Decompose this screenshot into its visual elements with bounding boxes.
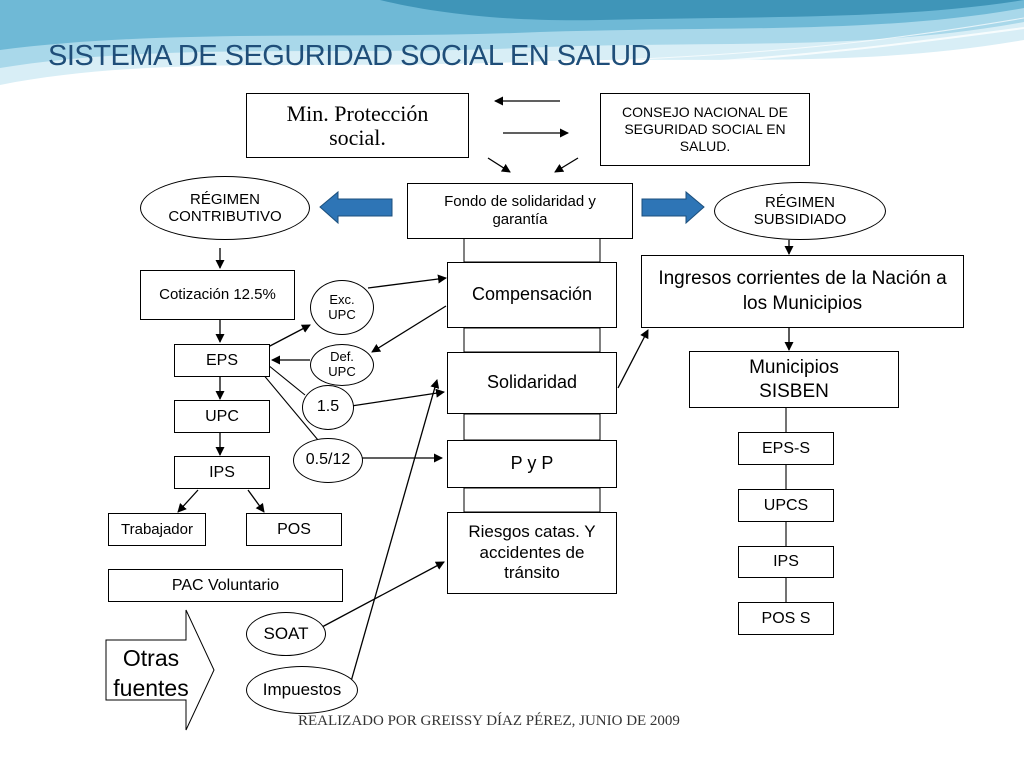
ips-s-label: IPS [773,553,799,571]
trabajador-box: Trabajador [108,513,206,546]
eps-s-box: EPS-S [738,432,834,465]
municipios-label: Municipios SISBEN [749,356,839,402]
arrow-council-to-fund [554,157,579,173]
arrow-ministry-to-fund [487,157,511,173]
fund-box: Fondo de solidaridad y garantía [407,183,633,239]
block-arrow-right [641,190,705,225]
ministry-label: Min. Protección social. [286,101,429,150]
arrow-ips-to-pos [247,489,265,513]
upcs-label: UPCS [763,496,809,514]
one-five-oval: 1.5 [302,385,354,430]
pac-voluntario-label: PAC Voluntario [171,576,280,594]
pos-s-label: POS S [761,609,811,627]
otras-fuentes-label: Otras fuentes [113,645,189,701]
header-wave-decoration [0,0,1024,96]
pyp-box: P y P [447,440,617,488]
solidaridad-label: Solidaridad [486,372,578,393]
ingresos-label: Ingresos corrientes de la Nación a los M… [658,267,947,314]
regimen-subsidiado-label: RÉGIMEN SUBSIDIADO [753,193,847,228]
trabajador-label: Trabajador [121,520,193,538]
arrow-ips-to-trabajador [177,489,199,513]
compensacion-box: Compensación [447,262,617,328]
riesgos-label: Riesgos catas. Y accidentes de tránsito [468,522,596,583]
ips-box: IPS [174,456,270,489]
council-box: CONSEJO NACIONAL DE SEGURIDAD SOCIAL EN … [600,93,810,166]
upcs-box: UPCS [738,489,834,522]
arrow-soat-to-riesgos [321,561,445,628]
arrow-impuestos-to-solidaridad [349,379,440,686]
arrow-solidaridad-to-ingresos [617,329,649,389]
footer-credit: REALIZADO POR GREISSY DÍAZ PÉREZ, JUNIO … [298,713,680,729]
soat-label: SOAT [263,624,309,644]
eps-s-label: EPS-S [761,439,810,457]
line-eps-to-one-five [267,364,306,396]
cotizacion-box: Cotización 12.5% [140,270,295,320]
pos-s-box: POS S [738,602,834,635]
half-twelve-oval: 0.5/12 [293,438,363,483]
compensacion-label: Compensación [471,284,593,305]
def-upc-label: Def. UPC [328,349,356,379]
ips-label: IPS [209,463,235,481]
riesgos-box: Riesgos catas. Y accidentes de tránsito [447,512,617,594]
exc-upc-oval: Exc. UPC [310,280,374,335]
council-label: CONSEJO NACIONAL DE SEGURIDAD SOCIAL EN … [622,104,788,154]
solidaridad-box: Solidaridad [447,352,617,414]
pac-voluntario-box: PAC Voluntario [108,569,343,602]
arrow-compensacion-to-def-upc [371,305,447,353]
impuestos-label: Impuestos [262,680,342,700]
ips-s-box: IPS [738,546,834,578]
arrow-one-five-to-solidaridad [337,388,445,409]
impuestos-oval: Impuestos [246,666,358,714]
arrow-exc-upc-to-compensacion [367,274,447,289]
def-upc-oval: Def. UPC [310,344,374,386]
upc-label: UPC [205,407,239,425]
fund-label: Fondo de solidaridad y garantía [444,193,596,228]
eps-box: EPS [174,344,270,377]
one-five-label: 1.5 [316,398,340,416]
eps-label: EPS [205,351,238,369]
ingresos-box: Ingresos corrientes de la Nación a los M… [641,255,964,328]
block-arrow-left [319,190,393,225]
ministry-box: Min. Protección social. [246,93,469,158]
soat-oval: SOAT [246,612,326,656]
regimen-subsidiado-oval: RÉGIMEN SUBSIDIADO [714,182,886,240]
municipios-box: Municipios SISBEN [689,351,899,408]
cotizacion-label: Cotización 12.5% [159,286,276,303]
pos-box: POS [246,513,342,546]
exc-upc-label: Exc. UPC [328,291,356,322]
regimen-contributivo-label: RÉGIMEN CONTRIBUTIVO [168,190,282,225]
half-twelve-label: 0.5/12 [305,451,351,469]
page-title: SISTEMA DE SEGURIDAD SOCIAL EN SALUD [48,40,651,72]
arrow-eps-to-exc-upc [267,324,311,348]
upc-box: UPC [174,400,270,433]
line-eps-to-half-twelve [261,372,319,441]
regimen-contributivo-oval: RÉGIMEN CONTRIBUTIVO [140,176,310,240]
pos-label: POS [277,520,311,538]
otras-fuentes-arrow-shape [105,609,215,731]
pyp-label: P y P [510,453,554,474]
